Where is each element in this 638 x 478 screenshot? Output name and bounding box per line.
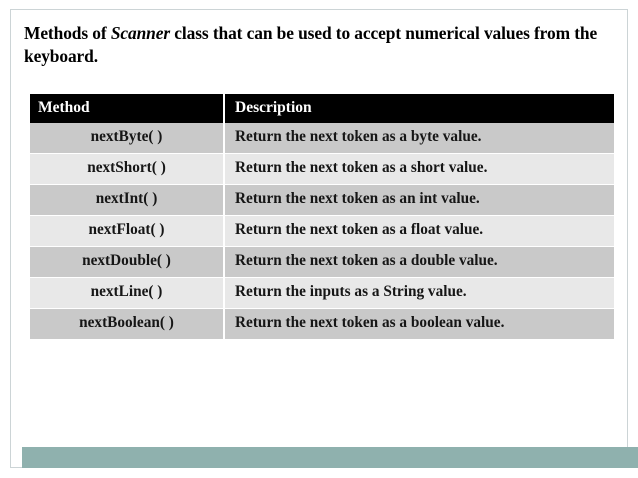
table-header: Method Description xyxy=(30,94,614,123)
title-text-before: Methods of xyxy=(24,23,111,43)
table-row: nextFloat( ) Return the next token as a … xyxy=(30,215,614,247)
table-header-row: Method Description xyxy=(30,94,614,123)
cell-method: nextLine( ) xyxy=(30,277,224,309)
table-body: nextByte( ) Return the next token as a b… xyxy=(30,123,614,340)
slide-frame: Methods of Scanner class that can be use… xyxy=(10,9,638,468)
cell-method: nextBoolean( ) xyxy=(30,308,224,340)
table-row: nextShort( ) Return the next token as a … xyxy=(30,153,614,185)
cell-description: Return the inputs as a String value. xyxy=(223,277,614,309)
bottom-accent-bar xyxy=(22,447,638,468)
cell-method: nextShort( ) xyxy=(30,153,224,185)
title-text-after: class that can be used to accept numeric… xyxy=(24,23,598,67)
cell-description: Return the next token as an int value. xyxy=(223,184,614,216)
title-emphasis-scanner: Scanner xyxy=(110,23,171,43)
table-row: nextByte( ) Return the next token as a b… xyxy=(30,123,614,154)
table-row: nextLine( ) Return the inputs as a Strin… xyxy=(30,277,614,309)
cell-method: nextByte( ) xyxy=(30,123,224,154)
cell-description: Return the next token as a double value. xyxy=(223,246,614,278)
methods-table-container: Method Description nextByte( ) Return th… xyxy=(30,94,614,340)
cell-method: nextFloat( ) xyxy=(30,215,224,247)
cell-method: nextInt( ) xyxy=(30,184,224,216)
table-row: nextDouble( ) Return the next token as a… xyxy=(30,246,614,278)
cell-description: Return the next token as a short value. xyxy=(223,153,614,185)
column-header-method: Method xyxy=(30,94,224,123)
cell-method: nextDouble( ) xyxy=(30,246,224,278)
cell-description: Return the next token as a float value. xyxy=(223,215,614,247)
table-row: nextBoolean( ) Return the next token as … xyxy=(30,308,614,340)
cell-description: Return the next token as a byte value. xyxy=(223,123,614,154)
table-row: nextInt( ) Return the next token as an i… xyxy=(30,184,614,216)
column-header-description: Description xyxy=(223,94,614,123)
cell-description: Return the next token as a boolean value… xyxy=(223,308,614,340)
slide-title: Methods of Scanner class that can be use… xyxy=(24,22,609,68)
methods-table: Method Description nextByte( ) Return th… xyxy=(30,94,614,340)
